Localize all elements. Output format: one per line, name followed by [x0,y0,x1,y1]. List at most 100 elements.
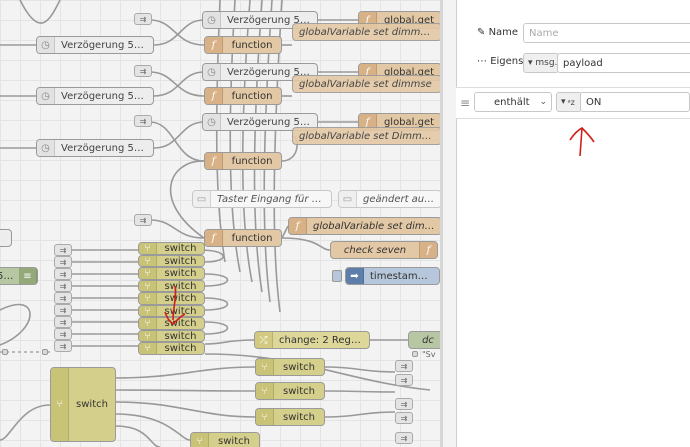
inject-button[interactable] [332,270,342,282]
link-out-node[interactable]: ⇉ [54,304,72,316]
link-in-node[interactable]: ⇉ [134,115,152,127]
switch-node[interactable]: ⑂switch [138,342,205,355]
change-node[interactable]: ⤮change: 2 Regeln [254,331,370,349]
switch-icon: ⑂ [139,243,157,254]
link-out-node[interactable]: ⇉ [54,316,72,328]
function-icon: f [419,242,437,258]
link-out-node[interactable]: ⇉ [54,268,72,280]
link-out-node[interactable]: ⇉ [395,432,413,444]
timestamp-inject-node[interactable]: ➡timestamp ↻ [345,267,440,285]
switch-icon: ⑂ [256,383,274,399]
switch-icon: ⑂ [256,359,274,375]
selection-handle[interactable] [42,349,48,355]
shuffle-icon: ⤮ [255,332,273,348]
set-variable-node[interactable]: globalVariable set dimmfirst [292,23,440,41]
tag-icon: ✎ [477,27,486,38]
clock-icon: ◷ [37,88,55,104]
switch-icon: ⑂ [51,368,69,441]
ellipsis-icon: ⋯ [477,56,487,67]
comment-node[interactable]: ▭geändert auf Relay [338,190,440,208]
value-input[interactable]: ON [580,92,690,112]
link-out-node[interactable]: ⇉ [395,412,413,424]
link-out-node[interactable]: ⇉ [54,292,72,304]
delay-node[interactable]: ◷Verzögerung 50ms [36,87,154,105]
link-out-node[interactable]: ⇉ [54,340,72,352]
switch-icon: ⑂ [139,293,157,304]
switch-icon: ⑂ [139,268,157,279]
set-variable-node[interactable]: globalVariable set dimmse [292,75,440,93]
link-in-node[interactable]: ⇉ [134,13,152,25]
function-icon: f [359,114,377,130]
delay-node[interactable]: ◷Verzögerung 50ms [202,113,318,131]
comment-icon: ▭ [193,191,211,207]
function-icon: f [205,88,223,104]
clock-icon: ◷ [37,140,55,156]
switch-node-large[interactable]: ⑂ switch [50,367,116,442]
drag-handle-icon[interactable]: ≡ [460,96,471,110]
delay-node[interactable]: ◷Verzögerung 50ms [36,139,154,157]
switch-node[interactable]: ⑂switch [138,255,205,267]
name-input[interactable]: Name [523,23,690,43]
partial-debug-node[interactable]: dc [408,331,440,349]
caret-down-icon: ▾ [528,58,536,68]
name-label: ✎ Name [477,27,519,38]
value-type-select[interactable]: ▾ᵃz [556,92,582,112]
switch-node[interactable]: ⑂switch [255,408,325,426]
link-in-node[interactable]: ⇉ [134,214,152,226]
delay-node[interactable]: ◷Verzögerung 50ms [202,63,318,81]
switch-node[interactable]: ⑂switch [138,280,205,292]
switch-node[interactable]: ⑂switch [138,305,205,317]
switch-node[interactable]: ⑂switch [255,382,325,400]
selection-handle[interactable] [2,349,8,355]
delay-node[interactable]: ◷Verzögerung 50ms [36,36,154,54]
sidebar-splitter[interactable] [440,0,443,447]
flow-canvas[interactable]: ⇉ ⇉ ⇉ ⇉ ◷Verzögerung 50ms ◷Verzögerung 5… [0,0,440,447]
chevron-down-icon: ⌄ [539,97,547,107]
link-out-node[interactable]: ⇉ [395,398,413,410]
switch-node[interactable]: ⑂switch [190,432,260,447]
switch-node[interactable]: ⑂switch [138,292,205,305]
annotation-arrow [569,127,595,157]
clock-icon: ◷ [203,114,221,130]
property-label: ⋯ Eigenschaft [477,56,549,67]
link-out-node[interactable]: ⇉ [54,328,72,340]
switch-icon: ⑂ [139,306,157,316]
partial-node[interactable] [0,229,12,247]
switch-icon: ⑂ [256,409,274,425]
switch-icon: ⑂ [139,281,157,291]
operator-select[interactable]: enthält ⌄ [474,92,552,112]
switch-icon: ⑂ [139,318,157,329]
switch-icon: ⑂ [139,256,157,266]
switch-node[interactable]: ⑂switch [255,358,325,376]
link-out-node[interactable]: ⇉ [54,256,72,268]
delay-node[interactable]: ◷Verzögerung 50ms [202,11,318,29]
switch-node[interactable]: ⑂switch [138,267,205,280]
property-type-select[interactable]: ▾ msg. [523,53,559,73]
link-out-node[interactable]: ⇉ [54,244,72,256]
switch-node[interactable]: ⑂switch [138,330,205,342]
function-icon: f [205,37,223,53]
switch-icon: ⑂ [139,343,157,354]
rule-row: ≡ enthält ⌄ ▾ᵃz ON [456,87,690,119]
switch-node[interactable]: ⑂switch [138,242,205,255]
partial-debug-node[interactable]: 597 ≡ [0,267,38,285]
switch-icon: ⑂ [139,331,157,341]
arrow-right-icon: ➡ [346,268,364,284]
property-input[interactable]: payload [557,53,690,73]
check-seven-node[interactable]: check seven f [330,241,438,259]
edit-sidebar: ✎ Name Name ⋯ Eigenschaft ▾ msg. payload… [440,0,690,447]
link-out-node[interactable]: ⇉ [395,374,413,386]
link-out-node[interactable]: ⇉ [54,280,72,292]
annotation-arrow [164,285,186,326]
function-icon: f [205,230,223,246]
comment-node[interactable]: ▭Taster Eingang für Relay 7 [192,190,332,208]
clock-icon: ◷ [37,37,55,53]
set-variable-node[interactable]: globalVariable set Dimmseven [292,127,440,145]
link-in-node[interactable]: ⇉ [134,65,152,77]
link-out-node[interactable]: ⇉ [395,360,413,372]
